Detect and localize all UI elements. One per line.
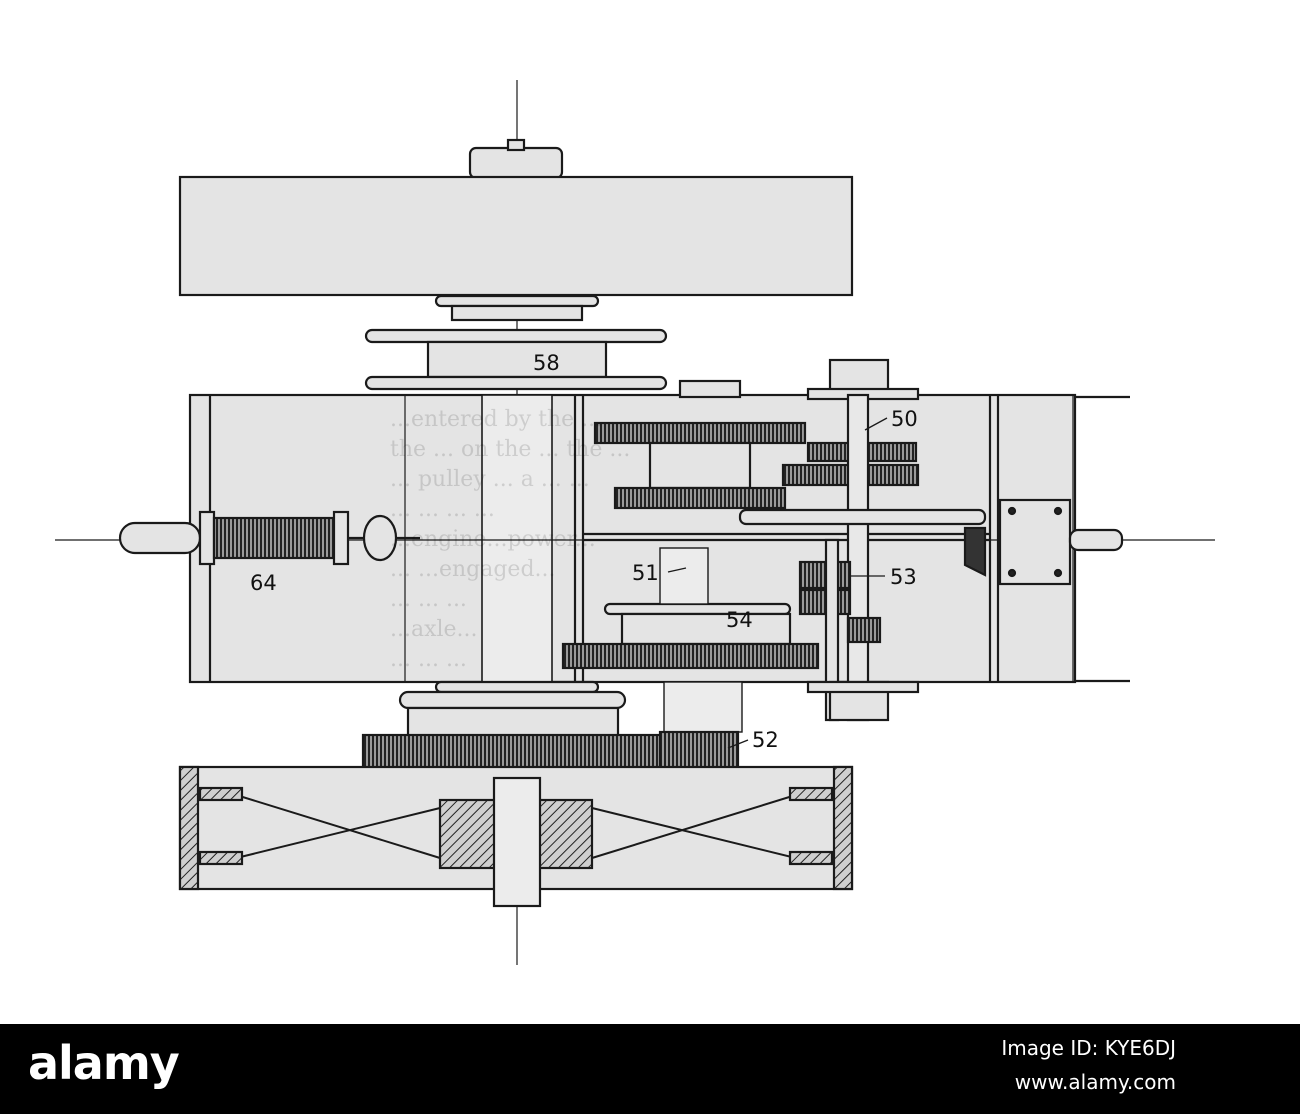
spoke-clamp-left-bottom	[198, 850, 244, 866]
label-50: 50	[891, 407, 918, 431]
leader-51	[667, 567, 687, 573]
shaft-51	[659, 547, 709, 605]
watermark-footer: alamy Image ID: KYE6DJ www.alamy.com	[0, 1024, 1300, 1114]
pulley-54	[620, 612, 792, 646]
spool-knob	[362, 514, 398, 562]
pulley-54-top	[603, 602, 792, 616]
gear-lower-large	[561, 642, 820, 670]
mechanism-diagram: 58 50 64 51 53 54 52	[55, 80, 1215, 965]
spoke-clamp-left-top	[198, 786, 244, 802]
spoke-clamp-right-top	[788, 786, 834, 802]
connecting-shaft-52	[663, 681, 743, 733]
pulley-58-top-disc	[364, 328, 668, 344]
pulley-58-bottom-disc	[364, 375, 668, 391]
label-52: 52	[752, 728, 779, 752]
rim-right	[832, 765, 854, 891]
left-shaft-end	[118, 521, 202, 555]
rim-left	[178, 765, 200, 891]
shaft-50	[846, 393, 870, 722]
leader-50	[864, 417, 888, 431]
bottom-shaft	[492, 776, 542, 908]
image-id-text: Image ID: KYE6DJ	[1001, 1036, 1176, 1060]
bracket-bolt-4	[1053, 568, 1063, 578]
bevel-disc	[738, 508, 987, 526]
diagram-svg: 58 50 64 51 53 54 52	[55, 80, 1215, 965]
label-58: 58	[533, 351, 560, 375]
spool-flange-left	[198, 510, 216, 566]
bracket-bolt-2	[1053, 506, 1063, 516]
site-url-text: www.alamy.com	[1014, 1070, 1176, 1094]
leader-52	[727, 739, 749, 749]
spool-64	[212, 516, 336, 560]
gear-upper-second	[613, 486, 787, 510]
brand-logo: alamy	[28, 1036, 180, 1090]
lower-collar	[398, 690, 627, 710]
gear-upper-hub	[648, 441, 752, 490]
bracket-bolt-1	[1007, 506, 1017, 516]
label-64: 64	[250, 571, 277, 595]
label-53: 53	[890, 565, 917, 589]
bottom-cap-50	[806, 680, 920, 694]
pulley-58	[426, 340, 608, 379]
upper-flange	[434, 294, 600, 308]
bevel-gear-right	[963, 526, 987, 577]
gear-upper-large	[593, 421, 807, 445]
top-hub	[468, 146, 564, 180]
spoke-clamp-right-bottom	[788, 850, 834, 866]
top-flywheel	[178, 175, 854, 297]
right-shaft-end	[1068, 528, 1124, 552]
small-gear-right	[846, 616, 882, 644]
main-shaft	[481, 394, 553, 683]
top-pin	[506, 138, 526, 152]
bracket-bolt-3	[1007, 568, 1017, 578]
spokes	[219, 789, 813, 863]
upper-collar	[450, 304, 584, 322]
spool-flange-right	[332, 510, 350, 566]
label-51: 51	[632, 561, 659, 585]
upper-hub	[678, 379, 742, 399]
lower-hub	[406, 706, 620, 740]
label-54: 54	[726, 608, 753, 632]
lower-flange	[434, 680, 600, 694]
